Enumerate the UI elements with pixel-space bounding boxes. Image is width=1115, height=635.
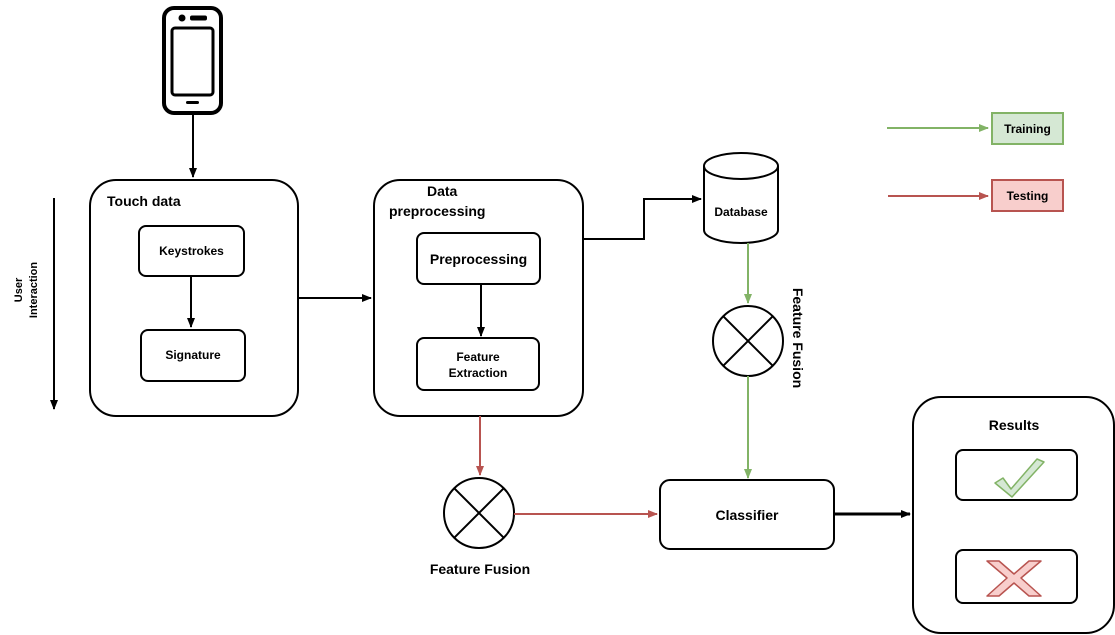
preprocessing-box (416, 232, 541, 285)
cross-icon (986, 560, 1042, 597)
feature-fusion-label-right: Feature Fusion (790, 288, 806, 388)
legend-testing-box (991, 179, 1064, 212)
legend-training-box (991, 112, 1064, 145)
feature-fusion-node-bottom (443, 477, 515, 549)
feature-extraction-box (416, 337, 540, 391)
signature-label: Signature (165, 348, 221, 362)
feature-fusion-label-bottom: Feature Fusion (430, 561, 530, 577)
data-preprocessing-title-line1: Data (427, 183, 458, 199)
data-preprocessing-title-line2: preprocessing (389, 203, 485, 219)
database-icon (703, 152, 779, 244)
keystrokes-label: Keystrokes (159, 244, 224, 258)
touch-data-title: Touch data (107, 193, 181, 209)
database-label: Database (714, 205, 768, 219)
feature-extraction-label-line1: Feature (456, 350, 500, 364)
check-icon (994, 458, 1045, 498)
feature-extraction-label-line2: Extraction (449, 366, 508, 380)
accept-result-box (955, 449, 1078, 501)
preprocessing-label: Preprocessing (430, 251, 527, 267)
feature-fusion-node-right (712, 305, 784, 377)
smartphone-icon (162, 6, 223, 115)
results-title: Results (989, 417, 1040, 433)
legend-testing-label: Testing (1007, 189, 1049, 203)
arrow-preprocessing-to-database (583, 195, 702, 240)
signature-box (140, 329, 246, 382)
legend-training-label: Training (1004, 122, 1051, 136)
user-interaction-label-line1: User (13, 277, 25, 302)
user-interaction-label-line2: Interaction (28, 262, 40, 319)
classifier-label: Classifier (715, 507, 779, 523)
